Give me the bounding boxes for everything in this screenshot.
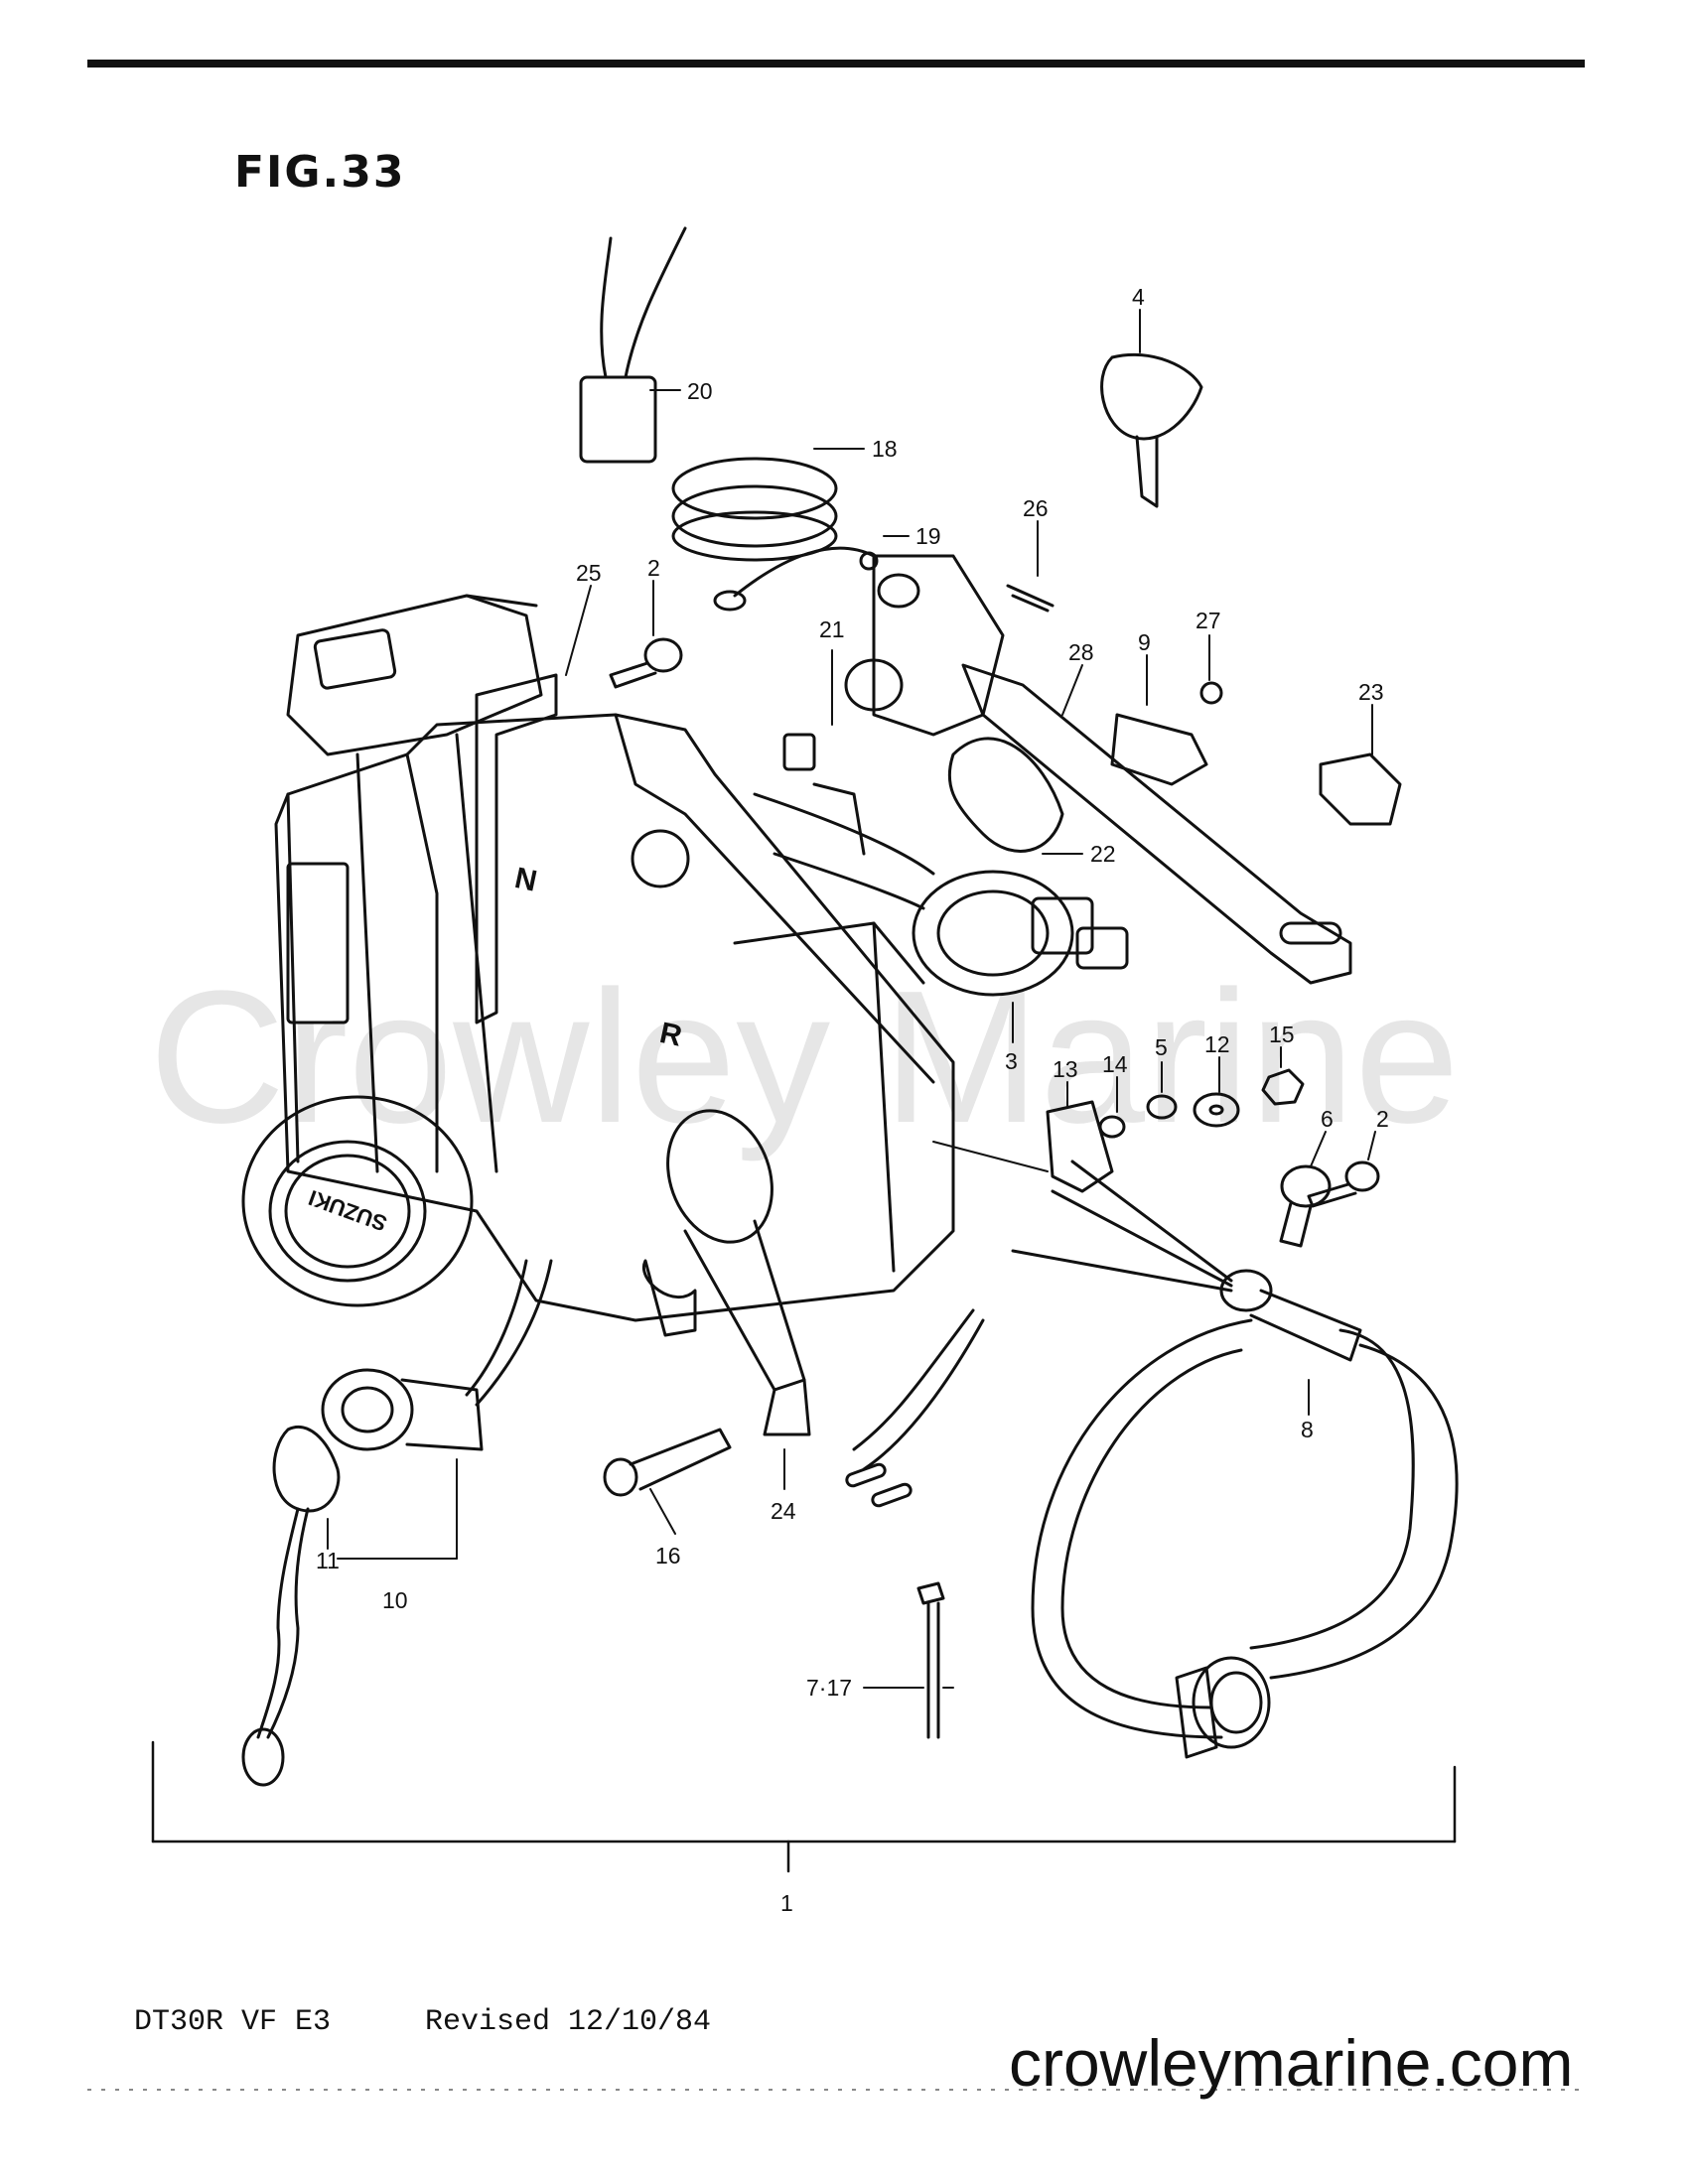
callout-14: 14 bbox=[1102, 1051, 1128, 1077]
cotter-pin bbox=[1006, 584, 1055, 613]
callout-9: 9 bbox=[1138, 629, 1151, 655]
callout-12: 12 bbox=[1204, 1031, 1230, 1057]
terminal-connectors bbox=[753, 733, 935, 910]
control-box-housing bbox=[274, 713, 955, 1322]
mount-bracket bbox=[475, 673, 558, 1024]
callout-22: 22 bbox=[1090, 841, 1116, 867]
lead-pair bbox=[845, 1308, 985, 1508]
callout-26: 26 bbox=[1023, 495, 1049, 521]
callout-16: 16 bbox=[655, 1543, 681, 1569]
figure-title: FIG.33 bbox=[234, 147, 406, 198]
washer-12 bbox=[1193, 1092, 1240, 1128]
wire-harness bbox=[1011, 1160, 1459, 1739]
washer-14 bbox=[1098, 1115, 1126, 1139]
hub-logo-text: SUZUKI bbox=[305, 1185, 390, 1237]
callout-1: 1 bbox=[780, 1890, 793, 1916]
site-url: crowleymarine.com bbox=[1009, 2026, 1574, 2100]
harness-coupler bbox=[1175, 1656, 1271, 1759]
sealing-ring bbox=[671, 457, 838, 562]
gate-label-neutral: N bbox=[512, 862, 540, 898]
callout-23: 23 bbox=[1358, 679, 1384, 705]
leader-lines bbox=[327, 309, 1376, 1689]
lead-wire bbox=[713, 546, 879, 612]
callout-2-right: 2 bbox=[1376, 1106, 1389, 1132]
watermark-text: Crowley Marine bbox=[149, 952, 1460, 1162]
e-ring bbox=[1199, 681, 1223, 705]
callout-2-top: 2 bbox=[647, 555, 660, 581]
cable-tie bbox=[916, 1581, 945, 1739]
emergency-stop-switch bbox=[321, 1259, 553, 1451]
hub-logo-disc bbox=[241, 1095, 474, 1307]
callout-15: 15 bbox=[1269, 1022, 1295, 1047]
lever-bushing bbox=[1110, 713, 1208, 786]
footer-revision-date: Revised 12/10/84 bbox=[425, 2005, 712, 2039]
callout-25: 25 bbox=[576, 560, 602, 586]
callout-numbers: 1 2 2 3 4 5 6 7·17 8 9 10 11 12 13 14 15… bbox=[316, 284, 1389, 1916]
cable-clamp bbox=[1319, 752, 1402, 826]
callout-24: 24 bbox=[771, 1498, 796, 1524]
free-throttle-lever bbox=[666, 1109, 811, 1436]
callout-28: 28 bbox=[1068, 639, 1094, 665]
lanyard-cord bbox=[241, 1507, 310, 1787]
long-bolt bbox=[603, 1428, 732, 1497]
main-switch bbox=[912, 870, 1129, 997]
callout-19: 19 bbox=[915, 523, 941, 549]
footer-model-code: DT30R VF E3 bbox=[134, 2005, 332, 2039]
ignition-key bbox=[1100, 352, 1203, 508]
assembly-bracket bbox=[151, 1740, 1457, 1873]
callout-20: 20 bbox=[687, 378, 713, 404]
harness-clamp bbox=[1279, 1164, 1332, 1248]
callout-5: 5 bbox=[1155, 1034, 1168, 1060]
neutral-switch-connector bbox=[579, 226, 687, 464]
callout-18: 18 bbox=[872, 436, 898, 462]
callout-10: 10 bbox=[382, 1587, 408, 1613]
gasket bbox=[947, 737, 1064, 853]
callout-8: 8 bbox=[1301, 1417, 1314, 1442]
screw-5 bbox=[1146, 1094, 1178, 1120]
bolt-2-top bbox=[609, 637, 683, 689]
lanyard-clip bbox=[272, 1425, 341, 1513]
callout-6: 6 bbox=[1321, 1106, 1334, 1132]
nut-15 bbox=[1261, 1068, 1305, 1106]
callout-13: 13 bbox=[1053, 1056, 1078, 1082]
callout-21: 21 bbox=[819, 616, 845, 642]
callout-3: 3 bbox=[1005, 1048, 1018, 1074]
header-rule bbox=[87, 60, 1585, 68]
callout-27: 27 bbox=[1196, 608, 1221, 633]
grommet-small bbox=[641, 1259, 697, 1337]
callout-4: 4 bbox=[1132, 284, 1145, 310]
callout-7-17: 7·17 bbox=[806, 1675, 852, 1701]
shift-lever-arm bbox=[961, 663, 1352, 985]
callout-11: 11 bbox=[316, 1548, 340, 1573]
